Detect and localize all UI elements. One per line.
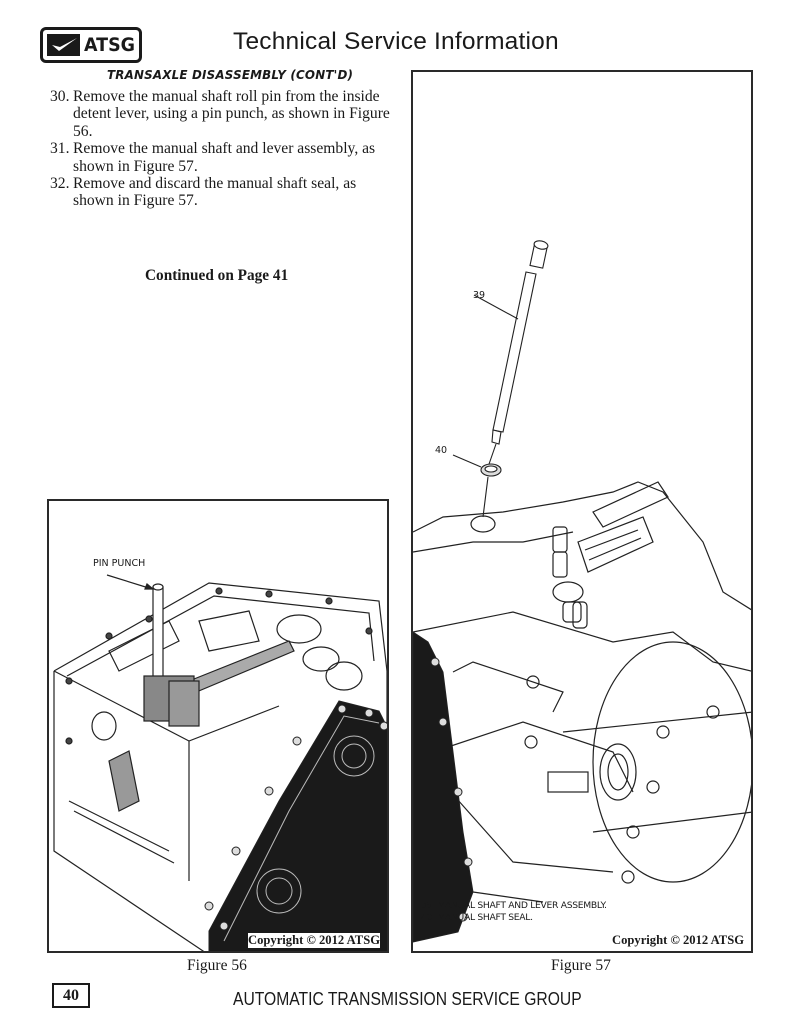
legend-num: 40 <box>421 912 433 923</box>
figure-57-caption: Figure 57 <box>551 957 611 974</box>
step-number: 31. <box>50 140 70 158</box>
legend-item: 39 MANUAL SHAFT AND LEVER ASSEMBLY. <box>421 900 607 912</box>
legend-text: MANUAL SHAFT SEAL. <box>437 912 533 923</box>
legend-item: 40 MANUAL SHAFT SEAL. <box>421 912 607 924</box>
step-text: Remove the manual shaft roll pin from th… <box>73 88 390 140</box>
step-item: 31. Remove the manual shaft and lever as… <box>50 140 390 175</box>
transaxle-assembly-illustration <box>413 240 751 943</box>
continued-note: Continued on Page 41 <box>145 267 289 284</box>
page-number: 40 <box>52 983 90 1008</box>
figure-57-frame: 39 40 39 MANUAL SHAFT AND LEVER ASSEMBLY… <box>411 70 753 953</box>
step-number: 30. <box>50 88 70 105</box>
steps-list: 30. Remove the manual shaft roll pin fro… <box>50 88 390 210</box>
callout-pin-punch: PIN PUNCH <box>93 558 146 569</box>
step-number: 32. <box>50 175 70 193</box>
step-item: 32. Remove and discard the manual shaft … <box>50 175 390 210</box>
figure-57-copyright: Copyright © 2012 ATSG <box>612 933 744 948</box>
callout-39: 39 <box>473 290 486 301</box>
checkmark-icon <box>47 34 80 56</box>
step-text: Remove and discard the manual shaft seal… <box>73 175 357 210</box>
figure-57-legend: 39 MANUAL SHAFT AND LEVER ASSEMBLY. 40 M… <box>421 900 607 924</box>
step-item: 30. Remove the manual shaft roll pin fro… <box>50 88 390 140</box>
figure-56-frame: PIN PUNCH Copyright © 2012 ATSG <box>47 499 389 953</box>
figure-56-caption: Figure 56 <box>187 957 247 974</box>
section-heading: TRANSAXLE DISASSEMBLY (CONT'D) <box>107 67 354 82</box>
step-text: Remove the manual shaft and lever assemb… <box>73 140 376 175</box>
callout-40: 40 <box>435 445 448 456</box>
transaxle-case-illustration <box>53 574 387 951</box>
page-title: Technical Service Information <box>233 28 559 55</box>
legend-num: 39 <box>421 900 433 911</box>
legend-text: MANUAL SHAFT AND LEVER ASSEMBLY. <box>437 900 607 911</box>
figure-56-copyright: Copyright © 2012 ATSG <box>248 933 380 948</box>
atsg-logo: ATSG <box>40 27 142 63</box>
footer-title: AUTOMATIC TRANSMISSION SERVICE GROUP <box>233 989 582 1009</box>
logo-text: ATSG <box>83 34 135 56</box>
